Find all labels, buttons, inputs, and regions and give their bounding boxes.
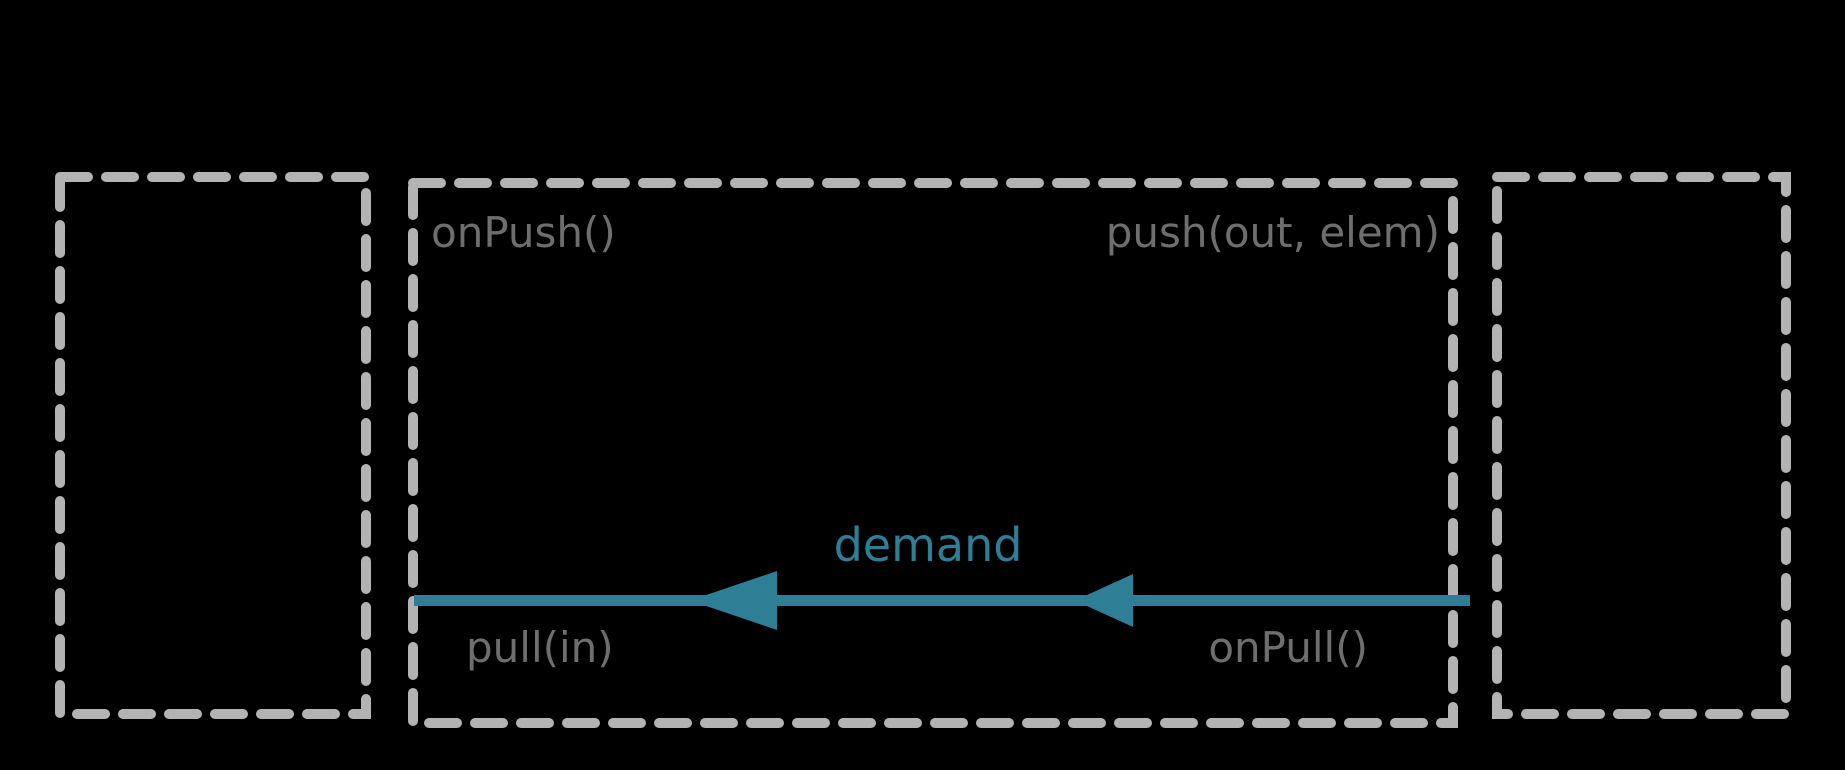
upstream-box <box>55 172 371 719</box>
label-push-out-elem: push(out, elem) <box>1105 208 1440 257</box>
demand-arrow-shaft <box>414 595 1470 606</box>
label-on-pull: onPull() <box>1208 623 1368 672</box>
stage-box-outline <box>408 178 1458 728</box>
demand-arrowhead-right <box>1075 574 1133 627</box>
demand-arrowhead-left <box>690 571 777 630</box>
stage-box <box>408 178 1458 728</box>
label-pull-in: pull(in) <box>466 623 614 672</box>
downstream-box-outline <box>1492 172 1791 719</box>
label-on-push: onPush() <box>431 208 616 257</box>
demand-arrow <box>414 571 1470 630</box>
label-demand: demand <box>833 518 1023 572</box>
downstream-box <box>1492 172 1791 719</box>
upstream-box-outline <box>55 172 371 719</box>
